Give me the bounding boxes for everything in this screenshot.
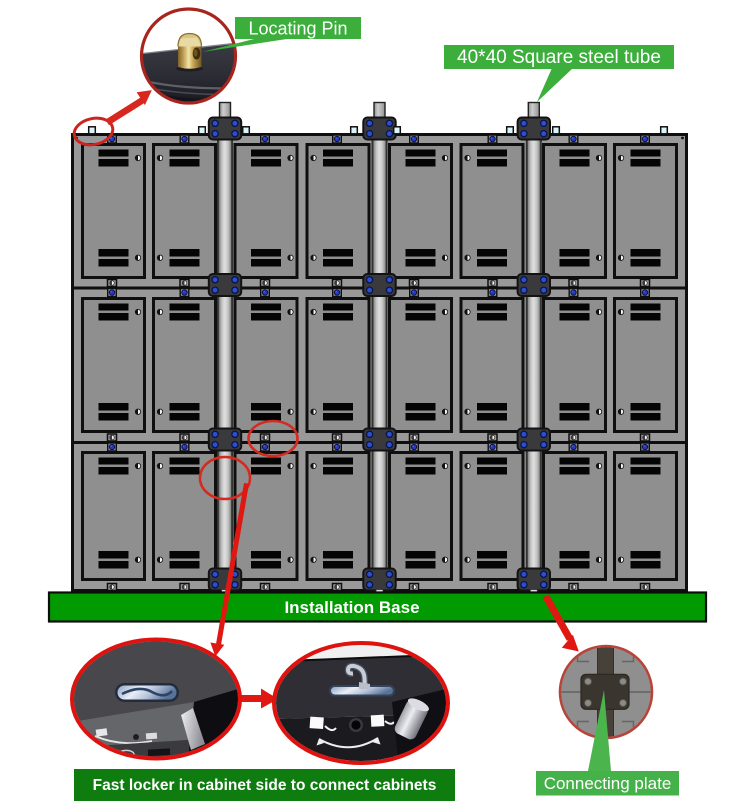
svg-text:Locating Pin: Locating Pin bbox=[248, 19, 347, 39]
svg-text:40*40 Square steel tube: 40*40 Square steel tube bbox=[457, 47, 661, 68]
svg-text:Connecting plate: Connecting plate bbox=[544, 774, 672, 793]
svg-text:Installation Base: Installation Base bbox=[284, 598, 419, 617]
svg-text:Fast locker in cabinet side to: Fast locker in cabinet side to connect c… bbox=[93, 777, 437, 794]
